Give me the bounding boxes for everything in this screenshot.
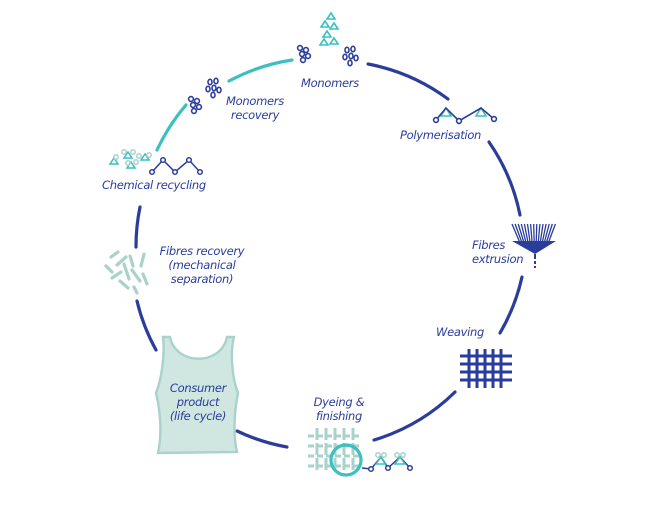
label-line: finishing — [306, 409, 372, 423]
label-chemical-recycling: Chemical recycling — [102, 178, 206, 192]
label-line: (mechanical — [152, 258, 252, 272]
label-line: (life cycle) — [160, 409, 236, 423]
loose-fibres-icon — [106, 252, 147, 293]
label-fibres-extrusion: Fibres extrusion — [472, 238, 523, 266]
arc-extrusion-to-weaving — [500, 277, 522, 333]
arc-chemical-to-monomers-recovery — [157, 105, 186, 150]
label-consumer-product: Consumer product (life cycle) — [160, 381, 236, 423]
label-line: Dyeing & — [306, 395, 372, 409]
arc-monomers-recovery-to-monomers — [229, 60, 292, 81]
arc-consumer-to-dyeing — [237, 431, 287, 447]
label-line: Consumer — [160, 381, 236, 395]
label-line: Monomers — [222, 94, 288, 108]
label-line: separation) — [152, 272, 252, 286]
polymer-chain-icon — [434, 108, 497, 123]
label-monomers: Monomers — [300, 76, 360, 90]
arc-monomers-to-polymerisation — [368, 64, 448, 99]
spinneret-filament — [536, 224, 537, 243]
monomer-molecules-icon — [298, 13, 358, 66]
label-weaving: Weaving — [436, 325, 484, 339]
magnified-fabric-icon — [308, 428, 412, 475]
label-line: Fibres recovery — [152, 244, 252, 258]
arc-polymerisation-to-extrusion — [489, 142, 520, 215]
label-line: Fibres — [472, 238, 523, 252]
label-line: extrusion — [472, 252, 523, 266]
spinneret-filament — [538, 224, 540, 243]
label-line: recovery — [222, 108, 288, 122]
recovered-monomers-icon — [189, 78, 221, 113]
spinneret-filament — [531, 224, 533, 243]
woven-grid-icon — [460, 349, 512, 388]
arc-consumer-to-fibres-recovery — [137, 301, 156, 350]
arc-weaving-to-dyeing — [374, 392, 455, 440]
label-dyeing-finishing: Dyeing & finishing — [306, 395, 372, 423]
label-line: product — [160, 395, 236, 409]
label-fibres-recovery: Fibres recovery (mechanical separation) — [152, 244, 252, 286]
broken-chain-icon — [110, 150, 202, 175]
label-polymerisation: Polymerisation — [400, 128, 481, 142]
arc-fibres-recovery-to-chemical — [136, 207, 140, 247]
label-monomers-recovery: Monomers recovery — [222, 94, 288, 122]
